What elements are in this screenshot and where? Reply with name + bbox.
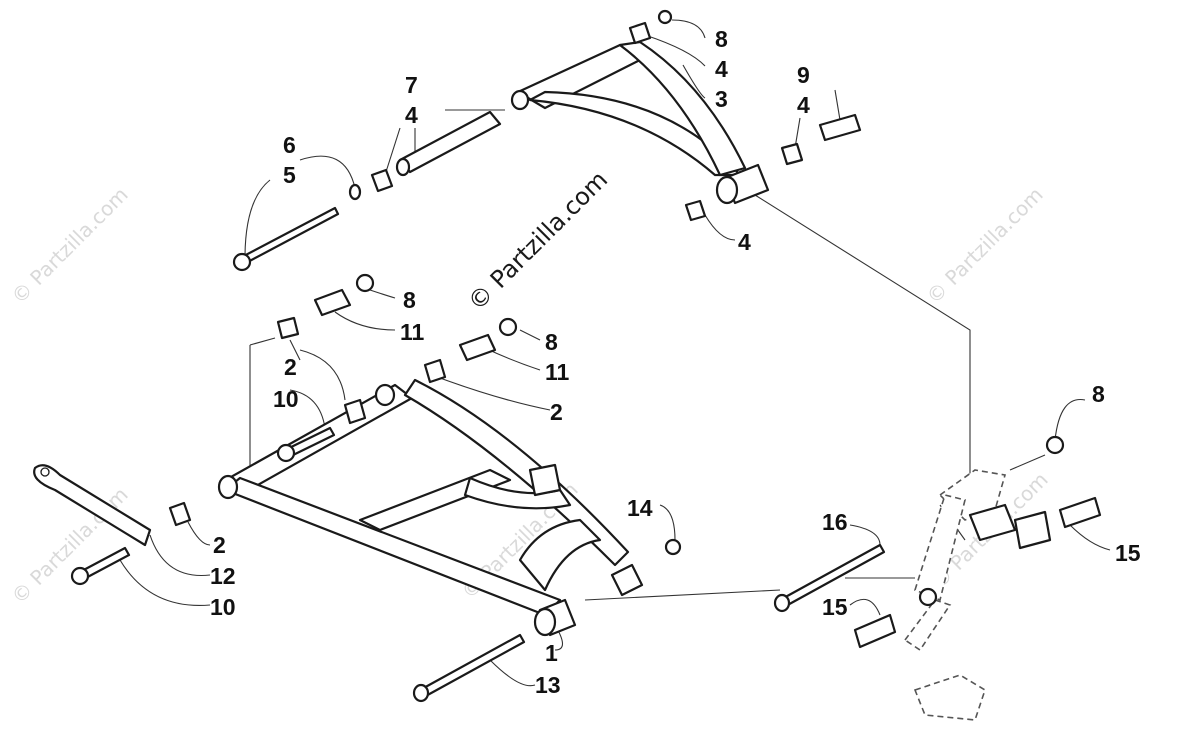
bolt-lower-long-head: [412, 683, 430, 703]
callout-label: 4: [797, 92, 810, 118]
nut-upper-top: [657, 9, 673, 25]
bolt-spindle-long-head: [773, 593, 791, 613]
bushing-upper-right: [780, 142, 804, 166]
upper-a-arm: [510, 40, 770, 205]
nut-lower-3: [664, 538, 682, 556]
pin-upper-left-end: [395, 157, 411, 177]
bushing-lower-2: [343, 398, 367, 425]
callout-label: 15: [822, 594, 848, 620]
callout-label: 11: [545, 359, 570, 385]
callout-label: 14: [627, 495, 653, 521]
callout-label: 13: [535, 672, 561, 698]
watermark-text: © Partzilla.com: [7, 482, 133, 608]
callout-label: 12: [210, 563, 236, 589]
bolt-lower-short-head: [276, 443, 296, 463]
watermark-main: © Partzilla.com: [462, 165, 613, 316]
callout-label: 4: [738, 229, 751, 255]
bolt-upper-long: [238, 206, 340, 266]
callout-label: 1: [545, 640, 558, 666]
leader-lines: [119, 19, 1111, 687]
bushing-lower-3: [423, 358, 447, 384]
callout-label: 8: [545, 329, 558, 355]
callout-label: 8: [715, 26, 728, 52]
bushing-upper-lower: [684, 199, 707, 222]
link-bar: [33, 464, 152, 547]
bolt-lower-long: [418, 633, 526, 699]
lower-a-arm: [217, 378, 644, 637]
callout-label: 9: [797, 62, 810, 88]
callout-label: 10: [210, 594, 236, 620]
sleeve-lower-1: [313, 288, 352, 317]
bolt-lower-left-head: [70, 566, 90, 586]
callout-label: 2: [213, 532, 226, 558]
link-bar-hole: [40, 467, 50, 477]
bushing-lower-1: [276, 316, 300, 340]
bolt-spindle-lower: [853, 613, 897, 649]
callout-label: 6: [283, 132, 296, 158]
bushing-upper-left: [370, 168, 394, 193]
nut-spindle: [1045, 435, 1065, 455]
pin-upper-right: [818, 113, 862, 142]
callout-label: 8: [403, 287, 416, 313]
callout-label: 10: [273, 386, 299, 412]
callout-label: 4: [715, 56, 728, 82]
callout-label: 16: [822, 509, 848, 535]
callout-label: 15: [1115, 540, 1141, 566]
bushing-upper-right-top: [628, 21, 652, 45]
spindle-assembly: [903, 469, 1052, 721]
callout-label: 4: [405, 102, 418, 128]
sleeve-lower-2: [458, 333, 497, 362]
callout-label: 3: [715, 86, 728, 112]
washer-upper: [348, 183, 362, 201]
washer-spindle: [918, 587, 938, 607]
watermark-text: © Partzilla.com: [922, 182, 1048, 308]
callout-label: 7: [405, 72, 418, 98]
bolt-spindle-upper: [1058, 496, 1102, 529]
callout-label: 11: [400, 319, 425, 345]
callouts: 8 4 3 7 4 9 4 6 5 4 8 11 8 11 2 10 2 8 1…: [210, 26, 1141, 698]
watermark-text: © Partzilla.com: [7, 182, 133, 308]
callout-label: 5: [283, 162, 296, 188]
callout-label: 2: [284, 354, 297, 380]
callout-label: 8: [1092, 381, 1105, 407]
nut-lower-1: [355, 273, 375, 293]
bushing-lower-4: [168, 501, 192, 527]
nut-lower-2: [498, 317, 518, 337]
callout-label: 2: [550, 399, 563, 425]
bolt-upper-head: [232, 252, 252, 272]
